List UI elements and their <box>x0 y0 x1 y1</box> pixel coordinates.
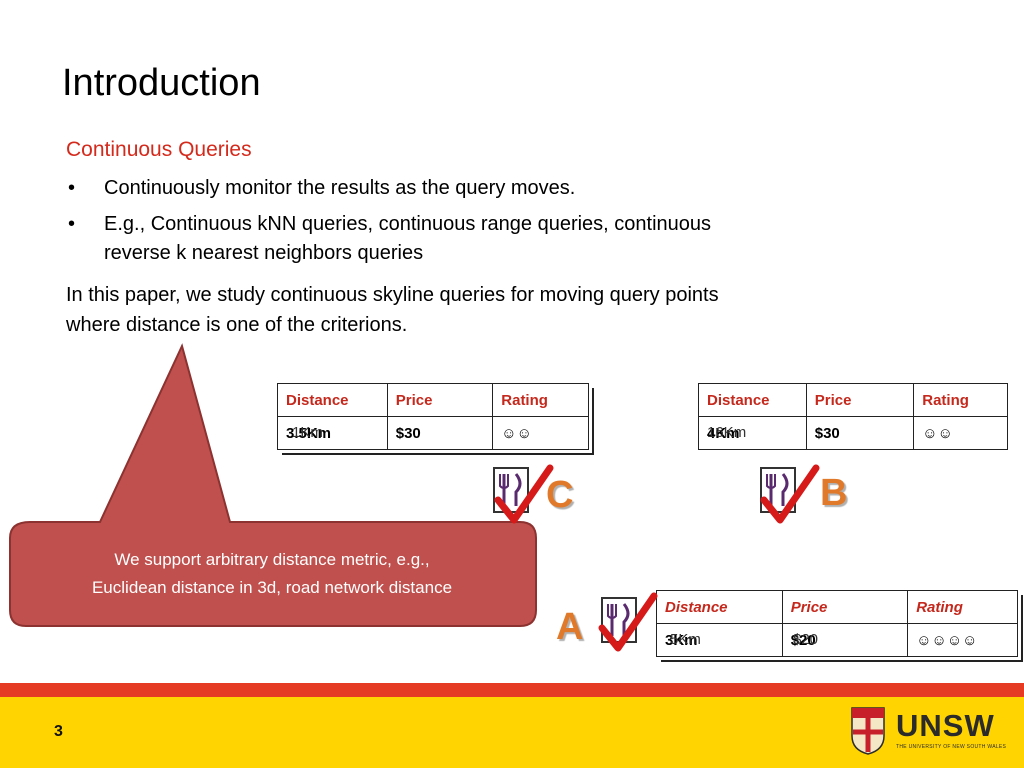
header-price: Price <box>805 383 915 417</box>
header-rating: Rating <box>913 383 1008 417</box>
slide-title: Introduction <box>62 62 261 104</box>
paragraph-line: In this paper, we study continuous skyli… <box>66 284 719 306</box>
header-distance: Distance <box>698 383 807 417</box>
cell-price: $20 <box>781 623 909 657</box>
bullet-symbol: • <box>68 213 76 235</box>
page-number: 3 <box>54 723 63 740</box>
bullet-text: E.g., Continuous kNN queries, continuous… <box>104 213 712 235</box>
cell-distance: 3Km <box>656 623 783 657</box>
section-heading: Continuous Queries <box>66 138 252 161</box>
callout-line: Euclidean distance in 3d, road network d… <box>91 578 453 597</box>
restaurant-c-table: Distance Price Rating 3.5Km $30 ☺☺ <box>277 383 589 450</box>
restaurant-b-table: Distance Price Rating 4Km $30 ☺☺ <box>698 383 1008 450</box>
ghost-price: $20 <box>793 631 819 648</box>
cell-price: $30 <box>386 416 494 450</box>
logo-wordmark: UNSW <box>896 708 995 743</box>
restaurant-label-b: B <box>820 472 848 514</box>
crest-icon <box>851 707 885 755</box>
cell-rating: ☺☺☺☺ <box>907 623 1018 657</box>
ghost-distance: 5Km <box>670 631 701 648</box>
header-price: Price <box>781 590 909 624</box>
checkmark-icon <box>760 464 820 524</box>
cell-distance: 4Km <box>698 416 807 450</box>
cell-rating: ☺☺ <box>492 416 589 450</box>
callout-text: We support arbitrary distance metric, e.… <box>12 546 532 602</box>
header-rating: Rating <box>492 383 589 417</box>
restaurant-label-c: C <box>546 474 574 516</box>
cell-distance: 3.5Km <box>277 416 388 450</box>
checkmark-icon <box>598 592 658 652</box>
header-distance: Distance <box>656 590 783 624</box>
checkmark-icon <box>494 464 554 524</box>
restaurant-label-a: A <box>556 606 584 648</box>
footer-band-red <box>0 683 1024 697</box>
bullet-text: Continuously monitor the results as the … <box>104 177 576 199</box>
cell-price: $30 <box>805 416 915 450</box>
bullet-symbol: • <box>68 177 76 199</box>
unsw-logo: UNSW THE UNIVERSITY OF NEW SOUTH WALES <box>850 704 1020 760</box>
cell-rating: ☺☺ <box>913 416 1008 450</box>
header-price: Price <box>386 383 494 417</box>
paragraph: In this paper, we study continuous skyli… <box>66 280 719 340</box>
callout-line: We support arbitrary distance metric, e.… <box>114 550 430 569</box>
logo-tagline: THE UNIVERSITY OF NEW SOUTH WALES <box>896 744 1007 750</box>
ghost-distance: 1Km <box>292 424 323 441</box>
bullet-text: reverse k nearest neighbors queries <box>104 242 424 264</box>
header-distance: Distance <box>277 383 388 417</box>
restaurant-a-table: Distance Price Rating 3Km $20 ☺☺☺☺ <box>656 590 1018 657</box>
header-rating: Rating <box>907 590 1018 624</box>
ghost-distance: 16Km <box>707 424 747 441</box>
paragraph-line: where distance is one of the criterions. <box>66 314 408 336</box>
